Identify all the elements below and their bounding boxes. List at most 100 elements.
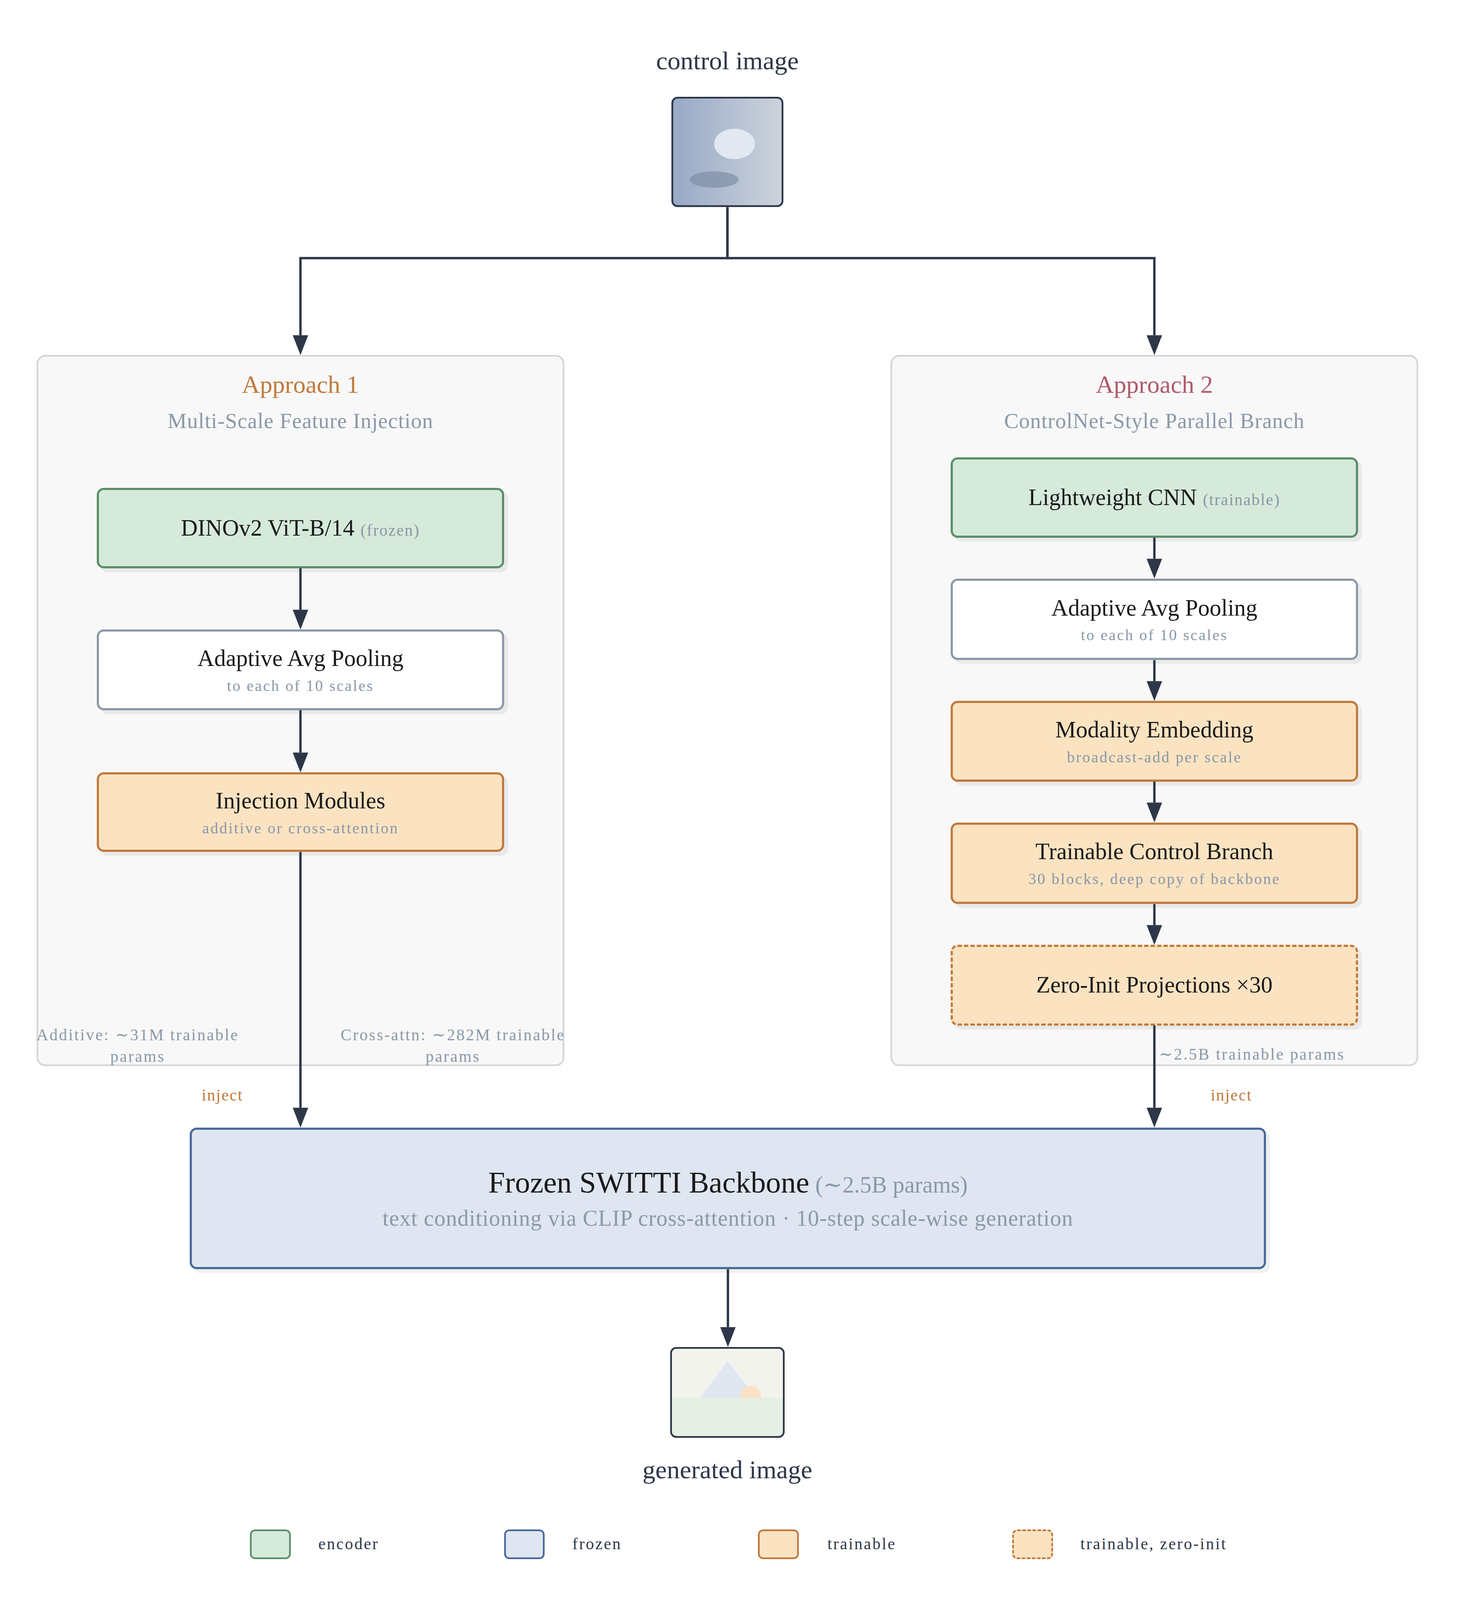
arrow-head	[292, 609, 308, 630]
generated-image-ground	[670, 1397, 785, 1438]
process-box: Adaptive Avg Pooling to each of 10 scales	[950, 578, 1358, 661]
control-image-fill	[671, 96, 784, 207]
text-line: broadcast-add per scale	[1066, 748, 1242, 767]
process-box: Injection Modules additive or cross-atten…	[96, 772, 504, 852]
node-title: generated image	[642, 1453, 813, 1485]
legend-text: encoder	[318, 1533, 379, 1553]
legend-swatch	[757, 1529, 799, 1559]
arrow-head	[1146, 680, 1163, 701]
node-title: Frozen SWITTI Backbone	[488, 1165, 810, 1199]
node-subtitle: Multi-Scale Feature Injection	[38, 407, 563, 434]
node-title: Adaptive Avg Pooling	[197, 645, 404, 672]
legend-text: trainable	[827, 1533, 897, 1553]
connector-line	[299, 851, 302, 1108]
legend-swatch	[1012, 1529, 1054, 1559]
process-box: Zero-Init Projections ×30	[950, 944, 1358, 1026]
node-title: Approach 1	[38, 369, 563, 400]
connector-arrow	[1146, 903, 1163, 945]
process-box: Lightweight CNN (trainable)	[950, 457, 1358, 538]
node-subtitle: ControlNet-Style Parallel Branch	[892, 407, 1417, 434]
image-node: generated image	[670, 1346, 785, 1438]
approach-group: Approach 1 Multi-Scale Feature InjectionD…	[36, 354, 564, 1066]
connector-line	[727, 206, 1155, 336]
connector-line	[1153, 903, 1156, 925]
text-line: Modality Embedding	[1055, 715, 1254, 744]
connector-arrow	[1146, 537, 1163, 579]
process-box: Modality Embedding broadcast-add per scal…	[950, 700, 1358, 782]
arrow-head	[1146, 558, 1163, 579]
node-title: Lightweight CNN	[1028, 484, 1197, 511]
connector-arrow	[1146, 659, 1163, 701]
connector-arrow	[292, 851, 308, 1128]
node-title: Approach 2	[892, 369, 1417, 400]
text-line: Trainable Control Branch	[1035, 837, 1274, 866]
node-subtitle: (frozen)	[360, 520, 420, 539]
arrow-head	[1146, 802, 1163, 823]
legend-text: trainable, zero-init	[1080, 1533, 1228, 1553]
connector-arrow	[292, 568, 308, 630]
text-line: additive or cross-attention	[202, 819, 399, 838]
text-line: to each of 10 scales	[227, 676, 375, 696]
control-image-highlight	[714, 128, 755, 160]
connector-arrow	[292, 206, 728, 355]
text-line: 30 blocks, deep copy of backbone	[1028, 869, 1281, 889]
text-line: to each of 10 scales	[1081, 625, 1229, 645]
connector-arrow	[1146, 781, 1163, 823]
process-box: Trainable Control Branch 30 blocks, deep …	[950, 822, 1358, 905]
connector-line	[1153, 1025, 1156, 1108]
node-title: control image	[656, 45, 799, 77]
control-image-shadow	[689, 171, 739, 188]
connector-line	[1153, 537, 1156, 559]
param-note: ∼2.5B trainable params	[1158, 1043, 1345, 1065]
process-box: Frozen SWITTI Backbone(∼2.5B params) text…	[189, 1127, 1266, 1270]
node-title: Trainable Control Branch	[1035, 838, 1274, 865]
connector-arrow	[727, 206, 1163, 355]
text-line: Injection Modules	[215, 786, 385, 815]
text-line: text conditioning via CLIP cross-attenti…	[382, 1204, 1074, 1232]
arrow-head	[1146, 924, 1163, 945]
legend-swatch	[504, 1529, 546, 1559]
connector-arrow	[292, 710, 308, 773]
node-subtitle: (∼2.5B params)	[815, 1171, 968, 1198]
node-subtitle: text conditioning via CLIP cross-attenti…	[382, 1205, 1074, 1231]
connector-line	[299, 710, 302, 753]
edge-label: inject	[1210, 1085, 1252, 1105]
node-subtitle: to each of 10 scales	[1081, 626, 1229, 644]
connector-line	[726, 1268, 730, 1327]
text-line: Lightweight CNN (trainable)	[1028, 483, 1281, 512]
image-node: control image	[671, 96, 784, 207]
arrow-head	[1146, 335, 1163, 355]
connector-line	[1153, 781, 1156, 803]
connector-arrow	[1146, 1025, 1163, 1128]
process-box: Adaptive Avg Pooling to each of 10 scales	[96, 629, 504, 710]
arrow-head	[720, 1327, 736, 1347]
text-line: Adaptive Avg Pooling	[1051, 594, 1258, 623]
text-line: Zero-Init Projections ×30	[1036, 970, 1273, 999]
arrow-head	[292, 335, 308, 355]
node-title: Injection Modules	[215, 787, 385, 814]
generated-image-art	[670, 1346, 785, 1438]
approach-group: Approach 2 ControlNet-Style Parallel Bran…	[890, 354, 1418, 1066]
param-note: Additive: ∼31M trainable params	[27, 1024, 248, 1067]
text-line: Frozen SWITTI Backbone(∼2.5B params)	[488, 1164, 968, 1201]
node-subtitle: 30 blocks, deep copy of backbone	[1028, 870, 1281, 888]
node-title: Zero-Init Projections ×30	[1036, 971, 1273, 998]
connector-line	[300, 206, 728, 336]
legend-swatch	[249, 1529, 291, 1559]
node-title: Adaptive Avg Pooling	[1051, 594, 1258, 621]
connector-line	[299, 568, 302, 610]
text-line: DINOv2 ViT-B/14(frozen)	[181, 514, 421, 543]
arrow-head	[1146, 1107, 1163, 1128]
legend-text: frozen	[572, 1533, 623, 1553]
connector-line	[1153, 659, 1156, 681]
edge-label: inject	[201, 1085, 244, 1105]
text-line: Adaptive Avg Pooling	[197, 644, 404, 673]
arrow-head	[292, 752, 308, 773]
process-box: DINOv2 ViT-B/14(frozen)	[96, 487, 504, 569]
node-subtitle: broadcast-add per scale	[1066, 748, 1242, 766]
node-subtitle: (trainable)	[1202, 490, 1281, 509]
node-subtitle: to each of 10 scales	[227, 677, 375, 695]
param-note: Cross-attn: ∼282M trainable params	[327, 1024, 578, 1067]
